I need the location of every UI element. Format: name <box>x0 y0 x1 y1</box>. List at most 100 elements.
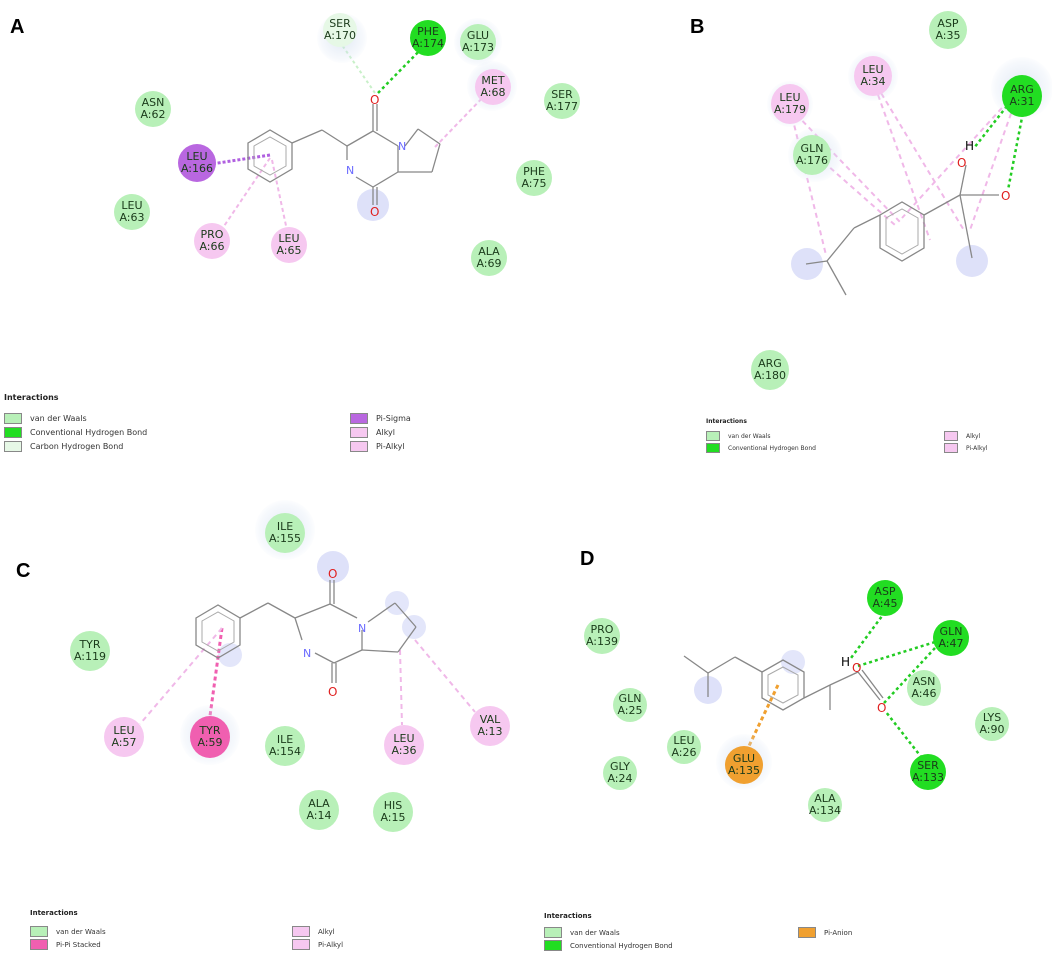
legend-b-item: Conventional Hydrogen Bond <box>706 442 816 454</box>
legend-swatch <box>350 440 368 452</box>
legend-b: Interactions van der Waals Conventional … <box>706 418 1046 453</box>
panel-c-atom-o2: O <box>328 685 337 699</box>
panel-letter-c: C <box>16 560 31 582</box>
legend-swatch <box>944 431 958 441</box>
panel-b-atom-o2: O <box>1001 189 1010 203</box>
legend-b-item: Pi-Alkyl <box>944 442 987 454</box>
legend-swatch <box>4 426 22 438</box>
legend-a: Interactions van der Waals Conventional … <box>4 393 604 452</box>
legend-b-item: Alkyl <box>944 430 987 442</box>
legend-swatch <box>706 443 720 453</box>
legend-swatch <box>4 440 22 452</box>
legend-swatch <box>798 927 816 938</box>
legend-b-item: van der Waals <box>706 430 816 442</box>
legend-c-item: Alkyl <box>292 925 343 938</box>
panel-d-atom-o2: O <box>877 701 886 715</box>
legend-a-item: Carbon Hydrogen Bond <box>4 439 147 453</box>
panel-letter-a: A <box>10 16 25 38</box>
legend-d-item: Conventional Hydrogen Bond <box>544 939 673 952</box>
panel-letter-b: B <box>690 16 705 38</box>
panel-b-atom-o1: O <box>957 156 966 170</box>
legend-a-item: van der Waals <box>4 411 147 425</box>
legend-b-title: Interactions <box>706 418 747 425</box>
legend-swatch <box>544 940 562 951</box>
panel-letter-d: D <box>580 548 595 570</box>
legend-a-item: Pi-Alkyl <box>350 439 411 453</box>
panel-a-atom-o2: O <box>370 205 379 219</box>
panel-a-atom-n2: N <box>346 164 354 177</box>
legend-a-title: Interactions <box>4 393 59 402</box>
legend-swatch <box>944 443 958 453</box>
legend-swatch <box>706 431 720 441</box>
legend-swatch <box>292 926 310 937</box>
legend-c-title: Interactions <box>30 909 78 917</box>
panel-c-atom-o1: O <box>328 567 337 581</box>
panel-b-atom-h: H <box>965 139 974 153</box>
panel-a-atom-o1: O <box>370 93 379 107</box>
legend-a-item: Conventional Hydrogen Bond <box>4 425 147 439</box>
legend-c-item: van der Waals <box>30 925 106 938</box>
legend-a-item: Alkyl <box>350 425 411 439</box>
panel-c-atom-n2: N <box>303 647 311 660</box>
legend-d-item: van der Waals <box>544 926 673 939</box>
legend-c-item: Pi-Pi Stacked <box>30 938 106 951</box>
legend-swatch <box>4 412 22 424</box>
panel-d-atom-h: H <box>841 655 850 669</box>
legend-c-item: Pi-Alkyl <box>292 938 343 951</box>
panel-c-atom-n1: N <box>358 622 366 635</box>
legend-d-item: Pi-Anion <box>798 926 852 939</box>
legend-swatch <box>544 927 562 938</box>
legend-swatch <box>350 426 368 438</box>
legend-swatch <box>30 939 48 950</box>
panel-a-atom-n1: N <box>398 140 406 153</box>
legend-swatch <box>350 412 368 424</box>
legend-d-title: Interactions <box>544 912 592 920</box>
legend-c: Interactions van der Waals Pi-Pi Stacked… <box>30 909 530 950</box>
legend-swatch <box>30 926 48 937</box>
legend-swatch <box>292 939 310 950</box>
panel-d-atom-o1: O <box>852 661 861 675</box>
legend-a-item: Pi-Sigma <box>350 411 411 425</box>
legend-d: Interactions van der Waals Conventional … <box>544 912 1044 951</box>
